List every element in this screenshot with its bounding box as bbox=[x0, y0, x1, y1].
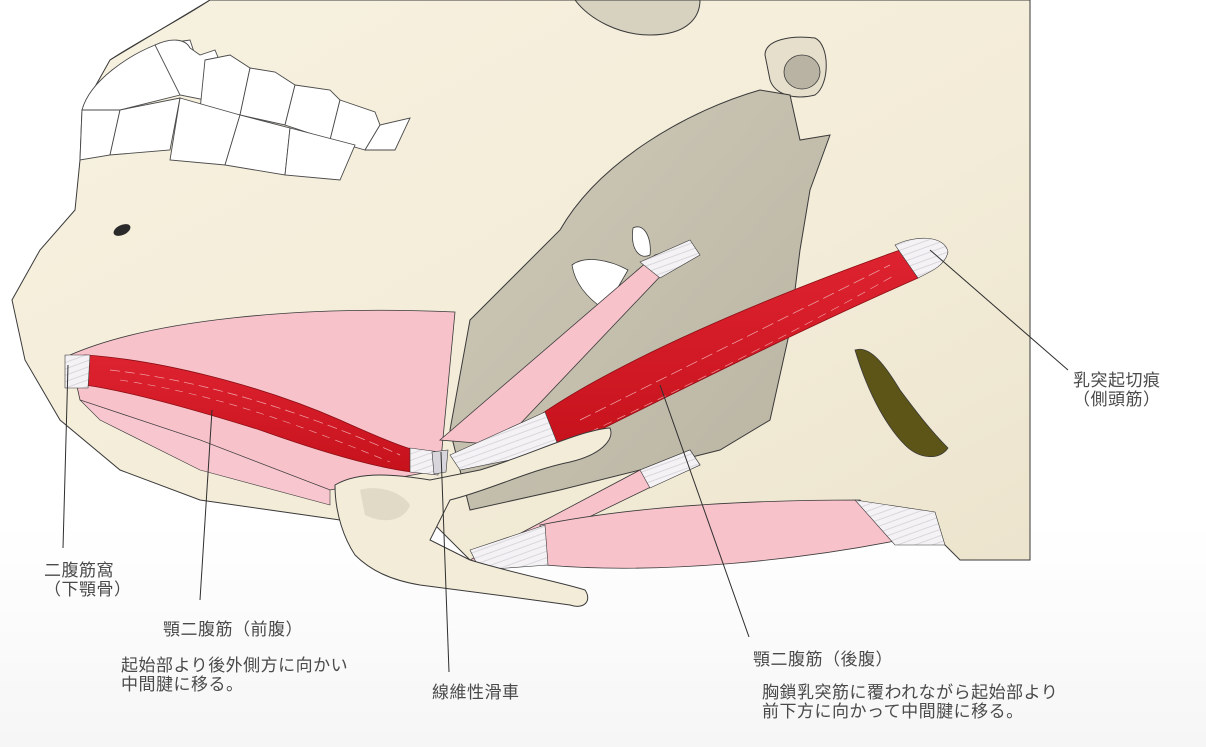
posterior-belly-title: 顎二腹筋（後腹） bbox=[753, 650, 893, 670]
digastric-fossa-title: 二腹筋窩 bbox=[44, 561, 114, 581]
anterior-belly-title: 顎二腹筋（前腹） bbox=[163, 620, 303, 640]
label-anterior-belly-desc: 起始部より後外側方に向かい 中間腱に移る。 bbox=[121, 657, 348, 695]
anterior-belly-desc-line1: 起始部より後外側方に向かい bbox=[121, 656, 349, 676]
lower-pink-muscles bbox=[468, 449, 946, 571]
fibrous-pulley-shape bbox=[431, 449, 449, 475]
label-mastoid-notch: 乳突起切痕 （側頭筋） bbox=[1073, 372, 1161, 410]
label-posterior-belly-title: 顎二腹筋（後腹） bbox=[753, 651, 893, 670]
label-digastric-fossa: 二腹筋窩 （下顎骨） bbox=[44, 562, 132, 600]
posterior-belly-desc-line1: 胸鎖乳突筋に覆われながら起始部より bbox=[762, 683, 1059, 703]
fibrous-pulley-title: 線維性滑車 bbox=[432, 683, 520, 703]
anterior-belly-desc-line2: 中間腱に移る。 bbox=[121, 675, 244, 695]
label-anterior-belly-title: 顎二腹筋（前腹） bbox=[163, 621, 303, 640]
mastoid-notch-subtitle: （側頭筋） bbox=[1073, 390, 1161, 410]
digastric-posterior-belly bbox=[449, 237, 949, 471]
cavity-shape bbox=[854, 348, 949, 458]
leader-lines bbox=[62, 249, 1069, 673]
label-posterior-belly-desc: 胸鎖乳突筋に覆われながら起始部より 前下方に向かって中間腱に移る。 bbox=[762, 684, 1058, 722]
teeth bbox=[79, 39, 411, 181]
label-fibrous-pulley: 線維性滑車 bbox=[432, 684, 520, 703]
mastoid-notch-title: 乳突起切痕 bbox=[1073, 371, 1161, 391]
digastric-fossa-subtitle: （下顎骨） bbox=[44, 580, 132, 600]
hyoid-bone bbox=[334, 427, 612, 607]
posterior-belly-desc-line2: 前下方に向かって中間腱に移る。 bbox=[762, 702, 1024, 722]
